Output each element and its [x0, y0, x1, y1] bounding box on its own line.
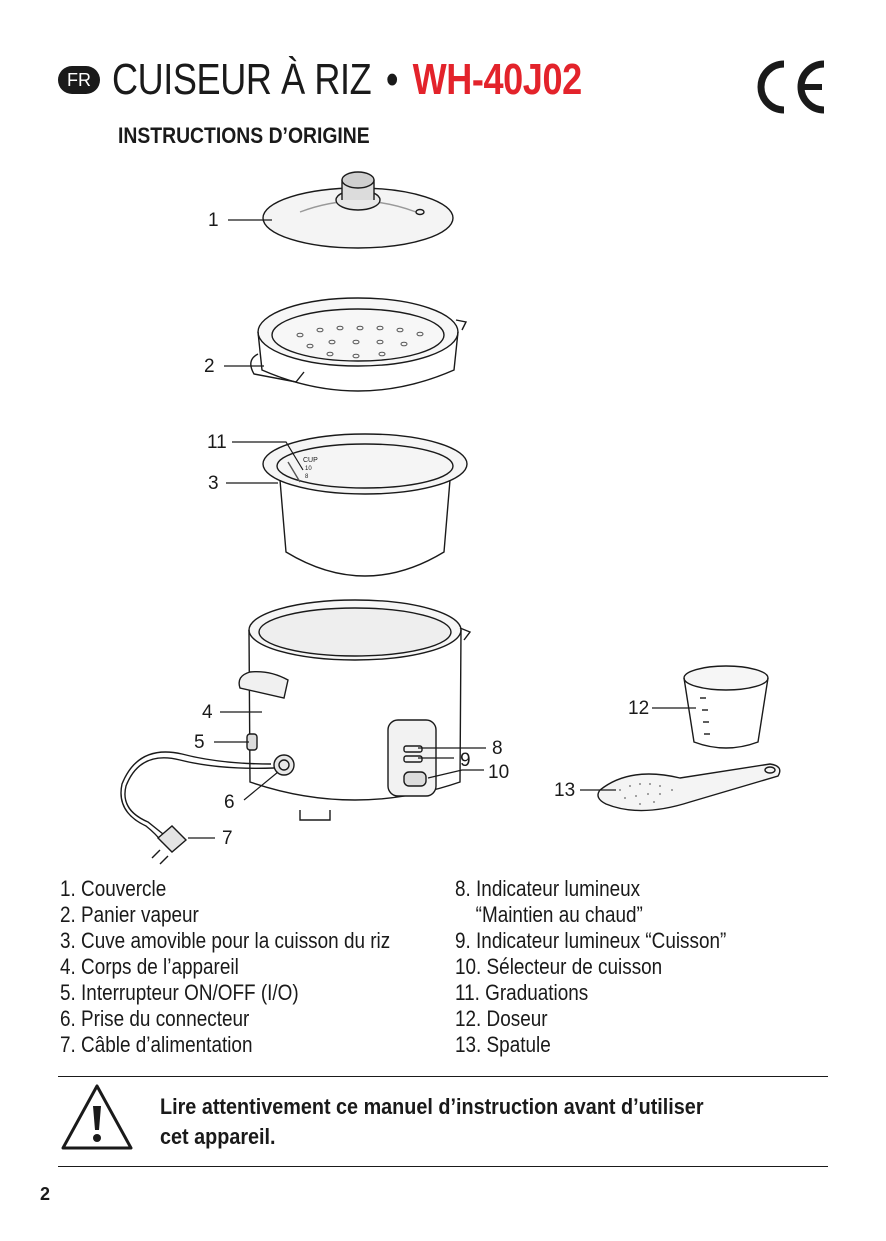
callout-5: 5	[194, 732, 205, 753]
part-item-continuation: “Maintien au chaud”	[455, 902, 726, 928]
callout-1: 1	[208, 210, 219, 231]
instructions-subtitle: INSTRUCTIONS D’ORIGINE	[118, 123, 370, 149]
part-item: 2. Panier vapeur	[60, 902, 390, 928]
spatula-illustration	[598, 764, 780, 811]
part-item: 9. Indicateur lumineux “Cuisson”	[455, 928, 726, 954]
part-item: 4. Corps de l’appareil	[60, 954, 390, 980]
parts-list-left: 1. Couvercle 2. Panier vapeur 3. Cuve am…	[60, 876, 444, 1058]
callout-4: 4	[202, 702, 213, 723]
part-item: 13. Spatule	[455, 1032, 726, 1058]
callout-11: 11	[207, 432, 227, 453]
part-item: 5. Interrupteur ON/OFF (I/O)	[60, 980, 390, 1006]
product-name: CUISEUR À RIZ	[112, 55, 371, 104]
lid-illustration	[263, 172, 453, 248]
warning-line-2: cet appareil.	[160, 1122, 704, 1152]
page-number: 2	[40, 1184, 50, 1205]
steamer-basket-illustration	[251, 298, 466, 391]
callout-13: 13	[554, 780, 575, 801]
warning-message: Lire attentivement ce manuel d’instructi…	[160, 1092, 704, 1152]
part-item: 7. Câble d’alimentation	[60, 1032, 390, 1058]
callout-8: 8	[492, 738, 503, 759]
callout-12: 12	[628, 698, 649, 719]
appliance-body-illustration	[121, 600, 470, 864]
part-item: 3. Cuve amovible pour la cuisson du riz	[60, 928, 390, 954]
part-item: 12. Doseur	[455, 1006, 726, 1032]
callout-3: 3	[208, 473, 219, 494]
exploded-product-illustration: CUP 10 8	[0, 150, 886, 870]
language-badge: FR	[58, 66, 100, 94]
parts-list-right: 8. Indicateur lumineux “Maintien au chau…	[455, 876, 770, 1058]
model-number: WH-40J02	[413, 55, 582, 104]
part-item: 8. Indicateur lumineux	[455, 876, 726, 902]
measuring-cup-illustration	[684, 666, 768, 748]
part-item: 1. Couvercle	[60, 876, 390, 902]
title-separator: •	[386, 55, 398, 104]
page-title: CUISEUR À RIZ • WH-40J02	[112, 55, 582, 105]
part-item: 11. Graduations	[455, 980, 726, 1006]
callout-6: 6	[224, 792, 235, 813]
part-item: 6. Prise du connecteur	[60, 1006, 390, 1032]
ce-mark-icon	[748, 58, 828, 116]
callout-7: 7	[222, 828, 233, 849]
divider-bottom	[58, 1166, 828, 1167]
callout-10: 10	[488, 762, 509, 783]
warning-triangle-icon	[60, 1082, 134, 1152]
callout-9: 9	[460, 750, 471, 771]
page-header: FR CUISEUR À RIZ • WH-40J02	[58, 52, 685, 108]
warning-line-1: Lire attentivement ce manuel d’instructi…	[160, 1092, 704, 1122]
divider-top	[58, 1076, 828, 1077]
svg-text:CUP: CUP	[303, 457, 318, 464]
svg-text:10: 10	[305, 466, 312, 472]
part-item: 10. Sélecteur de cuisson	[455, 954, 726, 980]
callout-2: 2	[204, 356, 215, 377]
